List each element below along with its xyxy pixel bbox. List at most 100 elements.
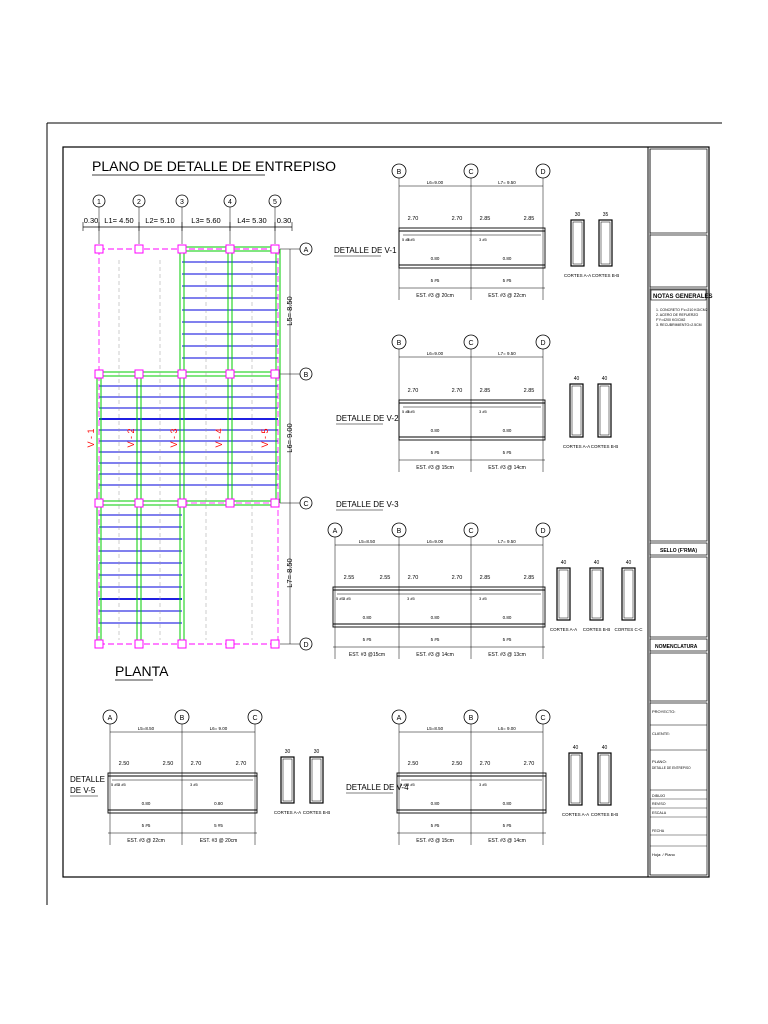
stirrup-label: EST. #3 @15cm xyxy=(349,652,385,658)
section-stirrup xyxy=(600,221,611,265)
grid-column-3-label: 3 xyxy=(180,199,184,206)
beam-label-v3: V - 3 xyxy=(169,428,179,447)
grid-row-A-label: A xyxy=(304,247,309,254)
notas-line-3: F'Y=4200 KG/CM2 xyxy=(656,318,685,322)
top-bar-length: 2.50 xyxy=(408,761,419,767)
beam-label-v5: V - 5 xyxy=(260,428,270,447)
top-bar-length: 2.70 xyxy=(524,761,535,767)
section-label: CORTES A-A xyxy=(564,273,591,278)
title-block: NOTAS GENERALES 1. CONCRETO F'c=210 KG/C… xyxy=(649,148,713,876)
detail-span-label: L5=8.50 xyxy=(138,726,155,731)
plan-span-label: 0.30 xyxy=(84,216,99,225)
section-outline xyxy=(597,752,612,806)
bar-label-bottom: 5 #5 xyxy=(503,450,512,455)
section-width: 40 xyxy=(602,745,608,751)
bar-label-top: 3 #5 xyxy=(407,237,416,242)
planta-label: PLANTA xyxy=(115,663,169,679)
column-square xyxy=(270,639,280,649)
section-label: CORTES B-B xyxy=(303,810,330,815)
beam-outline xyxy=(396,772,547,814)
plan-span-label: L3= 5.60 xyxy=(191,216,220,225)
bar-label-bottom: 5 #5 xyxy=(363,637,372,642)
detail-span-label: L6=9.00 xyxy=(427,180,444,185)
detail-title: DETALLE xyxy=(70,775,105,784)
detail-axis-D-label: D xyxy=(540,340,545,347)
top-bar-length: 2.70 xyxy=(452,216,463,222)
section-outline xyxy=(280,756,295,804)
plan-span-label: L4= 5.30 xyxy=(237,216,266,225)
detail-span-label: L5=8.50 xyxy=(359,539,376,544)
detail-span-label: L6=9.00 xyxy=(427,539,444,544)
section-label: CORTES B-B xyxy=(592,273,619,278)
section-width: 30 xyxy=(285,749,291,755)
section-label: CORTES A-A xyxy=(550,627,577,632)
plan-row-span-label: L5= 8.50 xyxy=(285,296,294,325)
section-stirrup xyxy=(558,569,569,619)
stirrup-label: EST. #3 @ 22cm xyxy=(488,293,526,299)
column-square xyxy=(94,639,104,649)
bar-label-side: 5 #5 xyxy=(111,782,120,787)
detail-axis-C-label: C xyxy=(468,169,473,176)
detail-title: DETALLE DE V-3 xyxy=(336,500,399,509)
drawing-border xyxy=(62,146,710,878)
section-stirrup xyxy=(599,385,610,436)
stirrup-label: EST. #3 @ 14cm xyxy=(488,838,526,844)
section-width: 40 xyxy=(574,376,580,382)
beam-label-v1: V - 1 xyxy=(86,428,96,447)
section-stirrup xyxy=(282,758,293,802)
section-stirrup xyxy=(623,569,634,619)
detail-axis-A-label: A xyxy=(397,715,402,722)
top-bar-length: 2.50 xyxy=(119,761,130,767)
section-width: 30 xyxy=(314,749,320,755)
bar-label-top: 3 #5 xyxy=(118,782,127,787)
page-title: PLANO DE DETALLE DE ENTREPISO xyxy=(92,158,336,174)
detail-axis-C-label: C xyxy=(540,715,545,722)
detail-axis-B-label: B xyxy=(180,715,185,722)
detail-axis-C-label: C xyxy=(252,715,257,722)
detail-axis-A-label: A xyxy=(333,528,338,535)
notas-line-2: 2. ACERO DE REFUERZO xyxy=(656,313,698,317)
section-width: 40 xyxy=(602,376,608,382)
row-fecha: FECHA xyxy=(652,829,665,833)
bar-label-side: 5 #5 xyxy=(402,409,411,414)
section-stirrup xyxy=(591,569,602,619)
grid-row-D-label: D xyxy=(303,642,308,649)
top-bar-length: 2.85 xyxy=(524,216,535,222)
proyecto-label: PROYECTO: xyxy=(652,709,676,714)
notas-title: NOTAS GENERALES xyxy=(653,294,713,300)
detail-axis-A-label: A xyxy=(108,715,113,722)
column-square xyxy=(134,244,144,254)
bar-label-top: 3 #5 xyxy=(407,409,416,414)
beam-outline xyxy=(332,586,546,628)
section-outline xyxy=(589,567,604,621)
top-bar-length: 2.55 xyxy=(344,575,355,581)
column-square xyxy=(134,498,144,508)
bar-label-mid: 0.80 xyxy=(363,615,372,620)
grid-column-5-label: 5 xyxy=(273,199,277,206)
section-stirrup xyxy=(572,221,583,265)
detail-title: DETALLE DE V-4 xyxy=(346,783,409,792)
detail-axis-D-label: D xyxy=(540,528,545,535)
column-square xyxy=(270,244,280,254)
detail-axis-B-label: B xyxy=(397,340,402,347)
section-outline xyxy=(569,383,584,438)
bar-label-mid: 0.80 xyxy=(503,801,512,806)
bar-label-top: 3 #5 xyxy=(479,782,488,787)
section-label: CORTES A-A xyxy=(562,812,589,817)
section-stirrup xyxy=(311,758,322,802)
row-escala: ESCALA xyxy=(652,811,667,815)
hoja-label: Hoja: / Plano xyxy=(652,852,676,857)
section-outline xyxy=(598,219,613,267)
beam-outline xyxy=(398,227,546,269)
plan-row-span-label: L6= 9.00 xyxy=(285,423,294,452)
stirrup-label: EST. #3 @ 14cm xyxy=(416,652,454,658)
section-label: CORTES A-A xyxy=(563,444,590,449)
stirrup-label: EST. #3 @ 15cm xyxy=(416,465,454,471)
grid-column-4-label: 4 xyxy=(228,199,232,206)
bar-label-bottom: 5 #5 xyxy=(431,823,440,828)
beam-outline xyxy=(398,399,546,441)
